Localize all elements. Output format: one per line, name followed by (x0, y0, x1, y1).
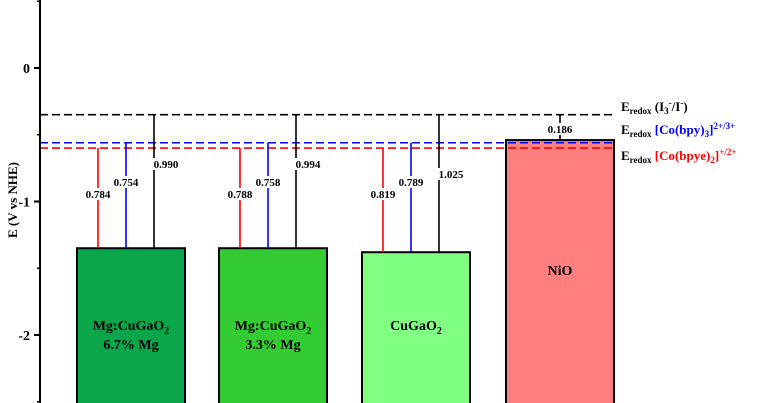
gap-label-bg-5 (294, 158, 322, 170)
bar-0 (76, 247, 186, 403)
gap-value-0: 0.784 (86, 189, 111, 201)
y-tick-label-0: 0 (23, 62, 30, 77)
y-tick-label-2: -2 (18, 329, 30, 344)
gap-value-7: 0.789 (399, 177, 424, 189)
bar-sublabel-0: 6.7% Mg (103, 338, 158, 353)
y-axis: 0 -1 -2 (18, 0, 41, 403)
gap-label-bg-1 (112, 176, 140, 188)
gap-value-3: 0.788 (228, 189, 253, 201)
bar-label-3: NiO (548, 264, 573, 279)
bar-3 (505, 139, 615, 403)
gap-label-bg-3 (226, 188, 254, 200)
gap-value-9: 0.186 (548, 124, 573, 136)
gap-value-4: 0.758 (256, 177, 281, 189)
gap-lines-layer (84, 114, 574, 253)
gap-value-6: 0.819 (371, 189, 396, 201)
y-tick-label-1: -1 (18, 196, 30, 211)
gap-label-bg-6 (369, 188, 397, 200)
gap-label-bg-2 (152, 158, 180, 170)
bar-sublabel-1: 3.3% Mg (245, 338, 300, 353)
bar-label-1: Mg:CuGaO2 (235, 319, 312, 337)
gap-label-bg-0 (84, 188, 112, 200)
redox-label-2: Eredox [Co(bpye)2]+/2+ (621, 147, 736, 165)
gap-value-8: 1.025 (439, 169, 464, 181)
gap-value-2: 0.990 (154, 159, 179, 171)
bar-label-0: Mg:CuGaO2 (93, 319, 170, 337)
bars-layer (76, 139, 615, 403)
gap-value-1: 0.754 (114, 177, 139, 189)
y-axis-label: E (V vs NHE) (5, 162, 20, 238)
redox-label-0: Eredox (I3-/I-) (621, 98, 688, 116)
bar-2 (361, 251, 471, 403)
bar-1 (218, 247, 328, 403)
gap-value-5: 0.994 (296, 159, 321, 171)
gap-label-bg-4 (254, 176, 282, 188)
gap-label-bg-7 (397, 176, 425, 188)
redox-label-1: Eredox [Co(bpy)3]2+/3+ (621, 121, 735, 139)
gap-label-bg-8 (437, 168, 465, 180)
bar-label-2: CuGaO2 (390, 319, 442, 337)
gap-label-bg-9 (546, 123, 574, 135)
